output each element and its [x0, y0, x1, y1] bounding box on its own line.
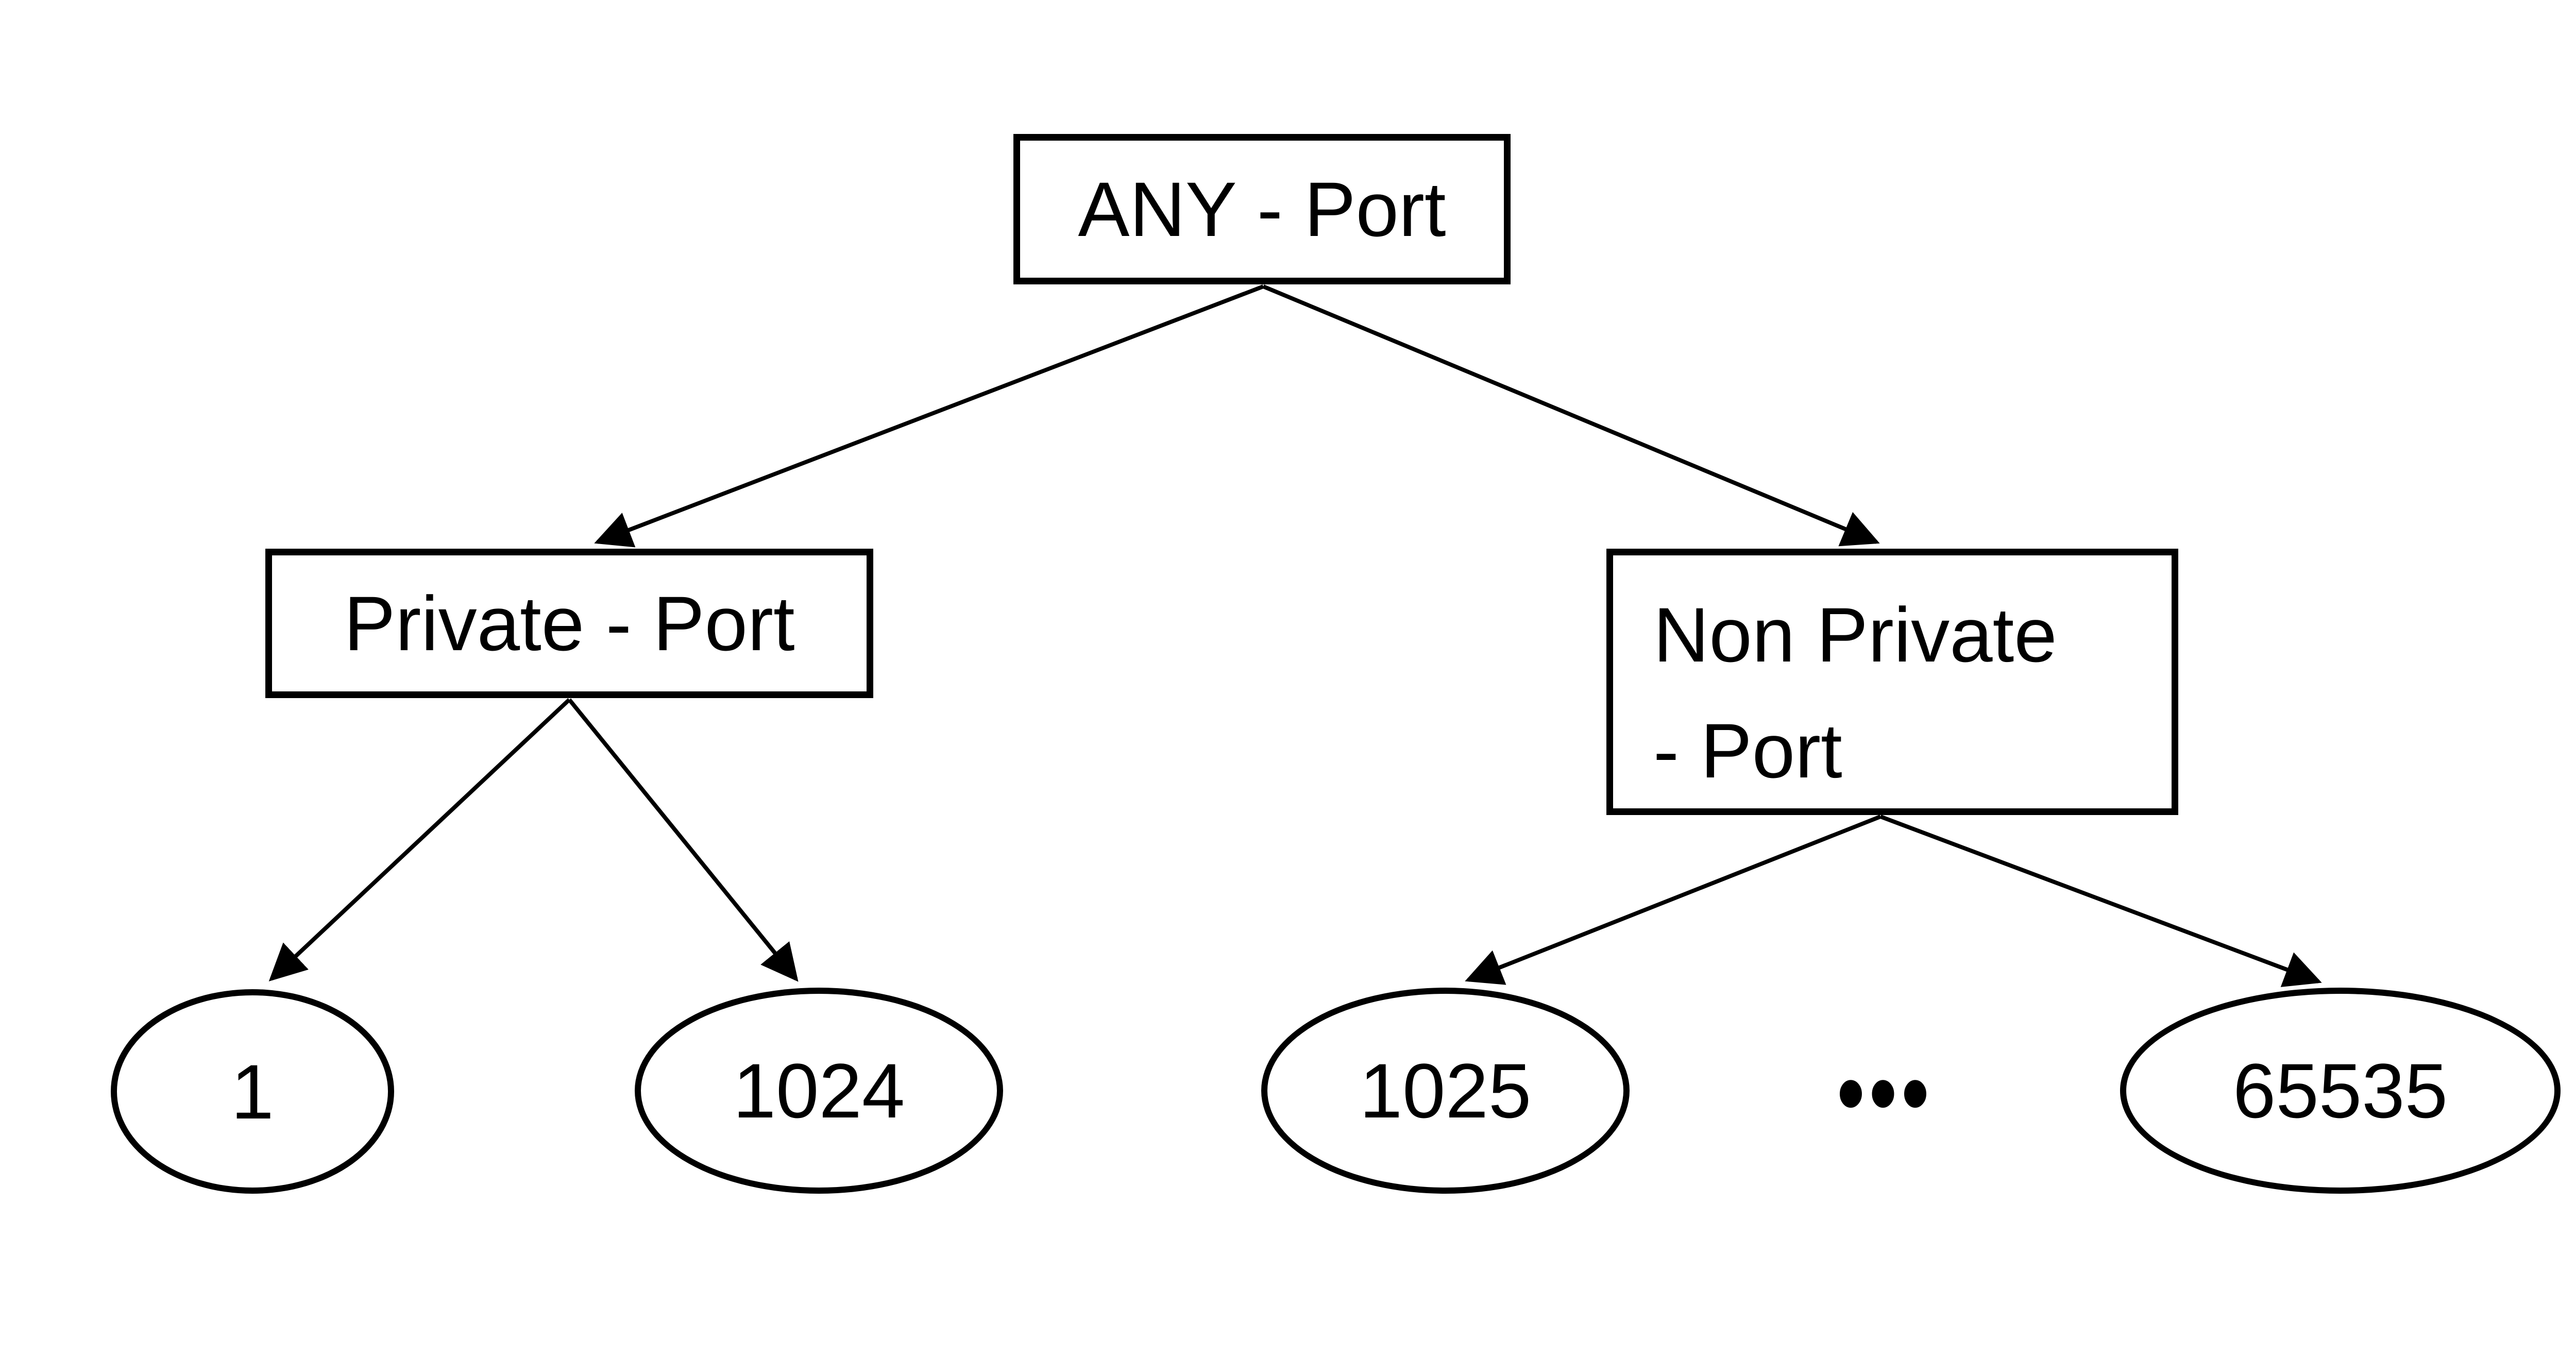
- node-leaf-1: 1: [111, 989, 394, 1194]
- node-leaf-65535-label: 65535: [2232, 1047, 2448, 1134]
- node-leaf-1025: 1025: [1261, 988, 1630, 1194]
- node-any-port-label: ANY - Port: [1078, 166, 1446, 252]
- node-leaf-1025-label: 1025: [1359, 1047, 1532, 1134]
- node-any-port: ANY - Port: [1013, 134, 1511, 284]
- ellipsis-label: •••: [1837, 1038, 1934, 1146]
- node-private-port: Private - Port: [265, 549, 873, 698]
- node-leaf-1024-label: 1024: [733, 1047, 905, 1134]
- node-leaf-65535: 65535: [2120, 988, 2561, 1194]
- edge-root-to-private: [594, 284, 1264, 548]
- edge-nonprivate-to-65535: [1879, 815, 2322, 987]
- node-non-private-port-label: Non Private - Port: [1653, 577, 2057, 809]
- node-leaf-1024: 1024: [635, 988, 1003, 1194]
- node-leaf-1-label: 1: [231, 1048, 274, 1135]
- edge-private-to-1: [268, 698, 571, 981]
- node-non-private-line1: Non Private: [1653, 591, 2057, 678]
- node-non-private-port: Non Private - Port: [1606, 549, 2178, 815]
- node-non-private-line2: - Port: [1653, 707, 1842, 794]
- ellipsis-dots: •••: [1777, 1009, 1994, 1176]
- node-private-port-label: Private - Port: [344, 580, 795, 667]
- edge-nonprivate-to-1025: [1465, 815, 1882, 985]
- edge-root-to-nonprivate: [1262, 284, 1880, 547]
- edge-private-to-1024: [567, 698, 799, 982]
